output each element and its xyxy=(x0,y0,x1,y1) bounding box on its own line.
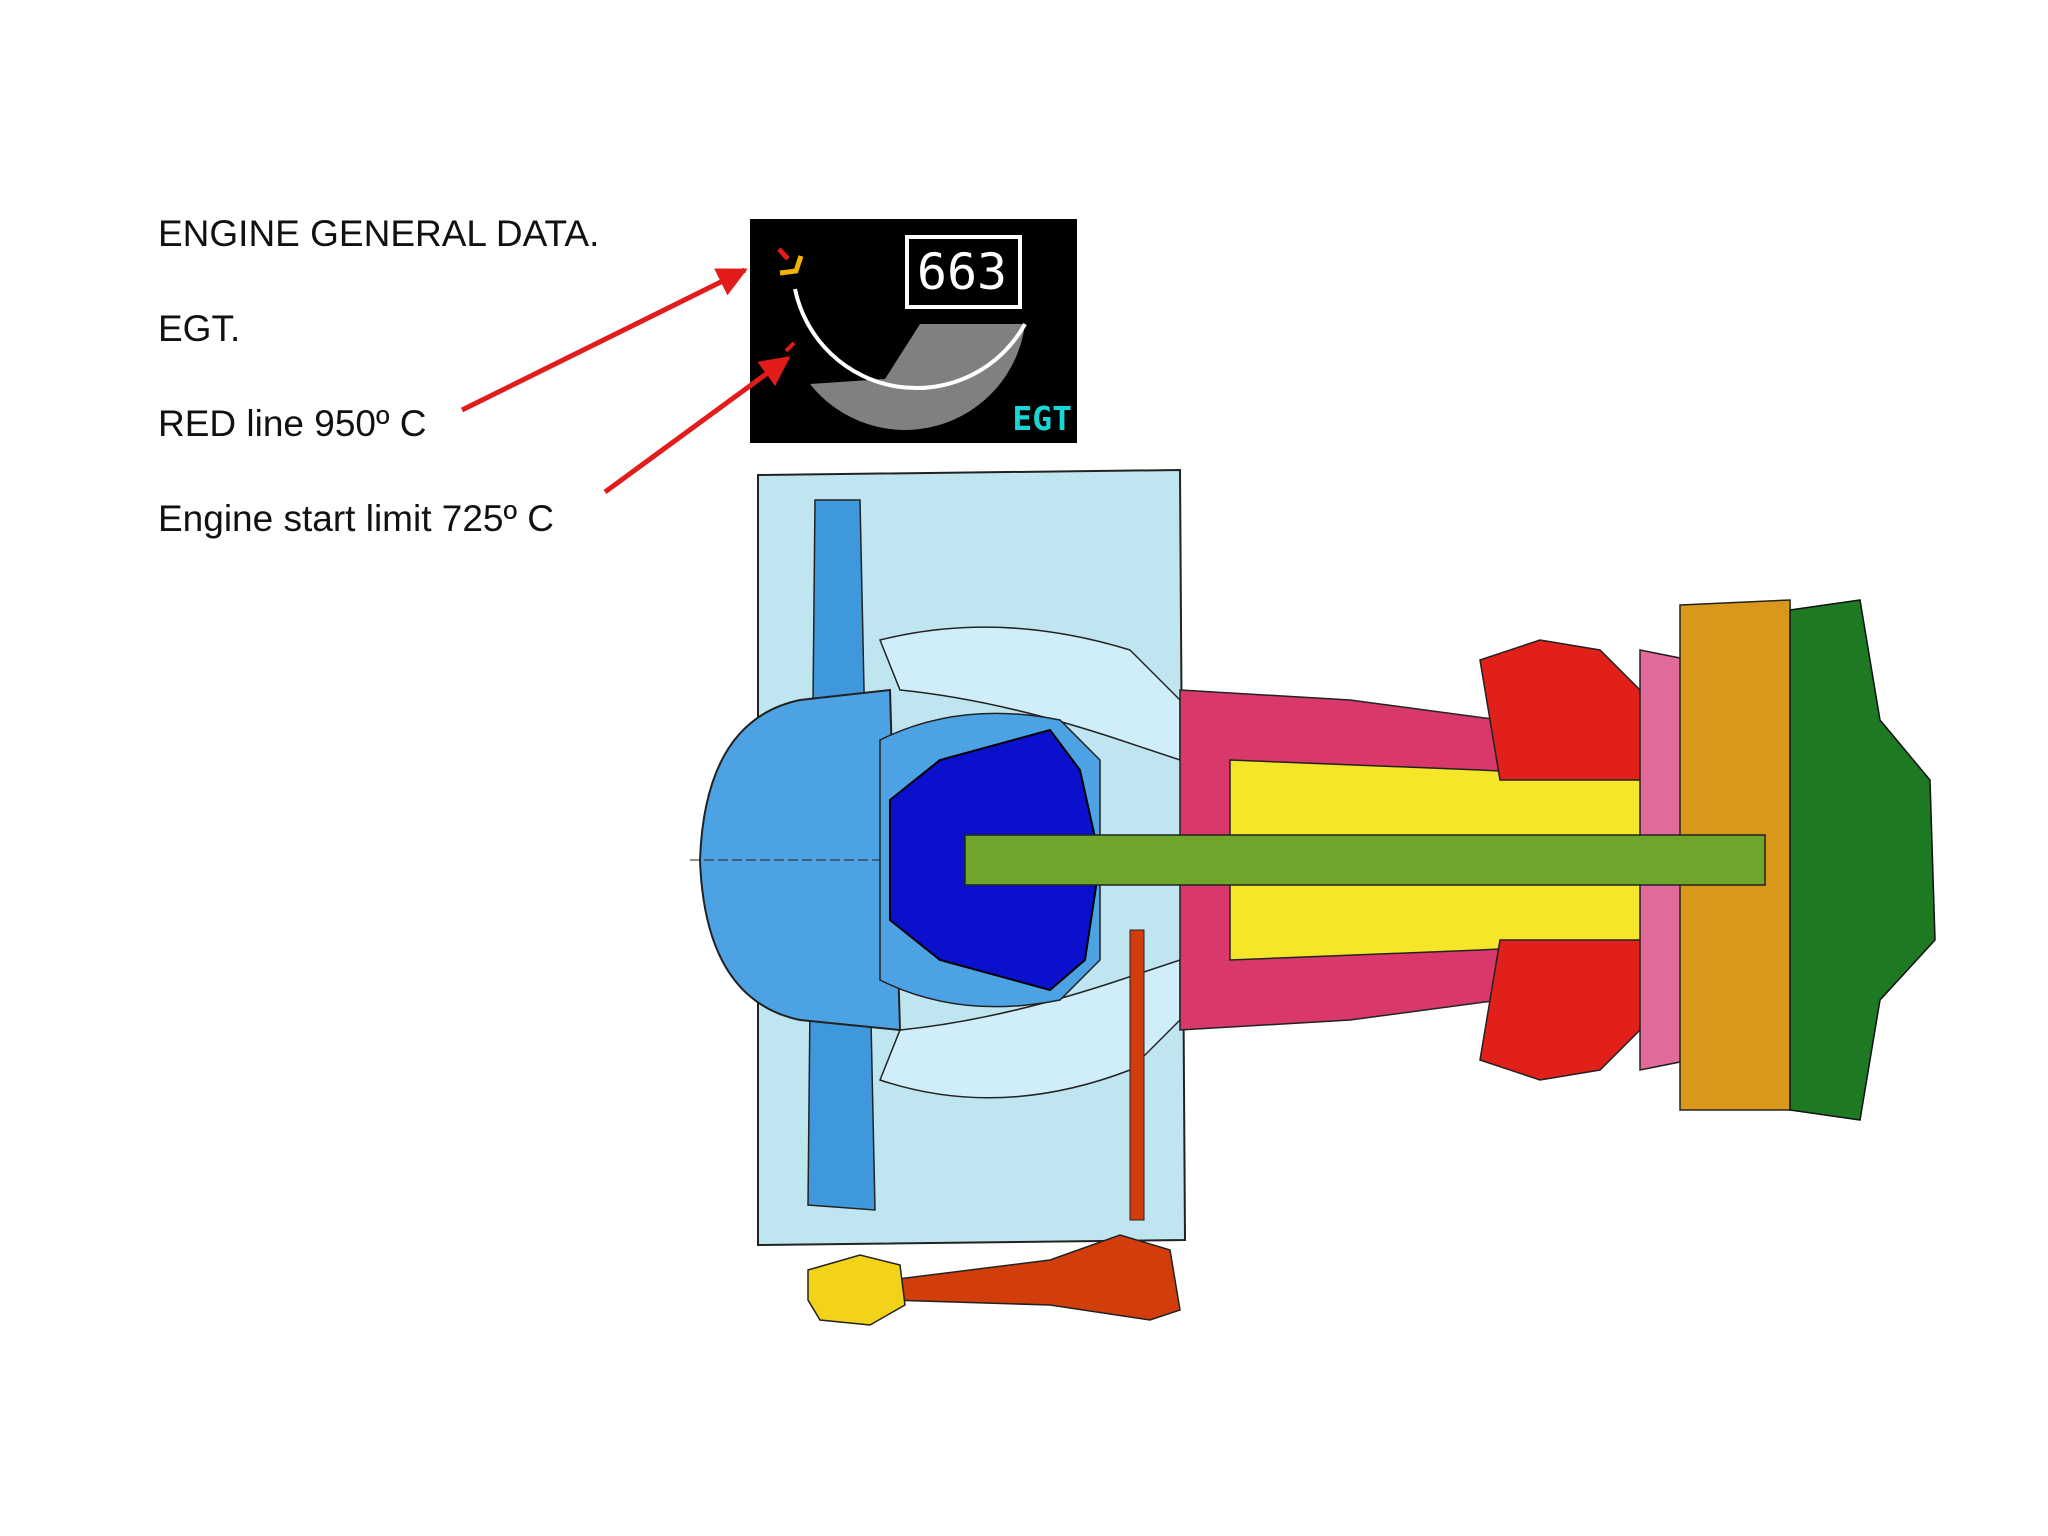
egt-value: 663 xyxy=(917,243,1007,301)
accessory-gearbox xyxy=(807,1254,906,1326)
egt-scale-arc xyxy=(793,288,1027,390)
radial-drive xyxy=(1129,929,1145,1221)
engine-general-data-title: ENGINE GENERAL DATA. xyxy=(158,213,600,254)
spinner xyxy=(698,688,902,1032)
exhaust-rear xyxy=(1789,599,1936,1121)
egt-gauge-label: EGT xyxy=(1012,399,1072,438)
combustor-upper xyxy=(1479,639,1661,781)
start-limit-note: Engine start limit 725º C xyxy=(158,498,555,539)
start-limit-mark xyxy=(784,341,796,353)
egt-value-box xyxy=(905,235,1022,309)
amber-limit-mark xyxy=(779,255,804,276)
gearbox-drive xyxy=(889,1234,1181,1321)
red-line-note: RED line 950º C xyxy=(158,403,427,444)
egt-heading: EGT. xyxy=(158,308,241,349)
combustor-lower xyxy=(1479,939,1661,1081)
main-shaft xyxy=(964,834,1766,886)
red-limit-mark xyxy=(777,247,790,261)
egt-needle-sector xyxy=(810,324,1025,430)
egt-gauge: 663 EGT xyxy=(750,219,1077,443)
